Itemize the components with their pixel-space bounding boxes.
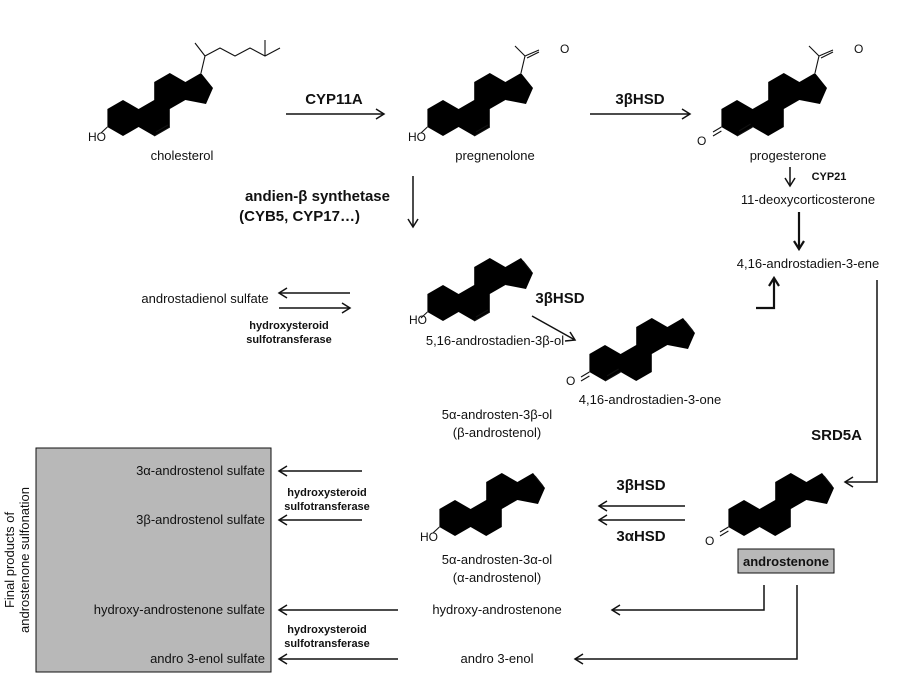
arrow-androstenone-to-hydroxy-androstenone [610, 585, 765, 616]
cholesterol-ho-label: HO [88, 130, 106, 144]
arrow-sulfate-to-androstadienol [279, 302, 352, 314]
enzyme-sulfotransferase-1a: hydroxysteroid [249, 320, 328, 332]
arrow-progesterone-to-deoxycorticosterone [784, 167, 796, 188]
pregnenolone-structure [420, 45, 540, 137]
enzyme-sulfotransferase-3a: hydroxysteroid [287, 624, 366, 636]
final-product-4: andro 3-enol sulfate [150, 651, 265, 666]
label-beta-androstenol-2: (β-androstenol) [453, 425, 541, 440]
label-androstadienol: 5,16-androstadien-3β-ol [426, 333, 564, 348]
androstadienone-structure [580, 307, 695, 382]
enzyme-srd5a: SRD5A [811, 427, 862, 444]
final-product-3: hydroxy-androstenone sulfate [94, 602, 265, 617]
arrow-androstadienol-to-sulfate [277, 287, 350, 299]
enzyme-3bhsd-1: 3βHSD [615, 91, 664, 108]
androstenone-structure [719, 462, 834, 537]
enzyme-3bhsd-2: 3βHSD [535, 290, 584, 307]
cholesterol-structure [100, 40, 281, 137]
final-products-box [35, 447, 272, 673]
enzyme-andien-1: andien-β synthetase [245, 188, 390, 205]
label-androstadienone: 4,16-androstadien-3-one [579, 392, 721, 407]
progesterone-o-label-2: O [854, 42, 863, 56]
label-androstadienol-sulfate: androstadienol sulfate [141, 291, 268, 306]
enzyme-3ahsd: 3αHSD [616, 528, 665, 545]
arrow-androstadiene-to-androstenone [843, 280, 878, 488]
arrow-androstenone-to-andro-3-enol [573, 585, 798, 665]
progesterone-o-label: O [697, 134, 706, 148]
label-progesterone: progesterone [750, 148, 827, 163]
label-andro-3-enol: andro 3-enol [461, 651, 534, 666]
arrow-cholesterol-to-pregnenolone [286, 108, 386, 120]
final-product-2: 3β-androstenol sulfate [136, 512, 265, 527]
pregnenolone-ho-label: HO [408, 130, 426, 144]
enzyme-sulfotransferase-2b: sulfotransferase [284, 501, 370, 513]
arrow-pregnenolone-to-androstadienol [407, 176, 419, 229]
androstenone-label-box [737, 548, 835, 574]
arrow-hydroxy-androstenone-to-sulfate [277, 604, 398, 616]
final-products-side-label-2: androstenone sulfonation [17, 487, 32, 633]
arrow-androstenol-to-3b-sulfate [277, 514, 362, 526]
enzyme-sulfotransferase-2a: hydroxysteroid [287, 487, 366, 499]
arrow-deoxycorticosterone-to-androstadiene [793, 212, 805, 252]
progesterone-structure [712, 45, 834, 137]
enzyme-sulfotransferase-1b: sulfotransferase [246, 334, 332, 346]
label-beta-androstenol-1: 5α-androsten-3β-ol [442, 407, 552, 422]
label-deoxycorticosterone: 11-deoxycorticosterone [741, 192, 875, 207]
arrow-andro-3-enol-to-sulfate [277, 653, 398, 665]
androstenone-o-label: O [705, 534, 714, 548]
androstadienol-ho-label: HO [409, 313, 427, 327]
arrow-pregnenolone-to-progesterone [590, 108, 692, 120]
arrow-androstadienone-to-androstadiene [756, 275, 780, 310]
label-hydroxy-androstenone: hydroxy-androstenone [432, 602, 561, 617]
enzyme-andien-2: (CYB5, CYP17…) [239, 208, 360, 225]
androstenol-structure [432, 462, 545, 536]
label-cholesterol: cholesterol [151, 148, 214, 163]
enzyme-sulfotransferase-3b: sulfotransferase [284, 638, 370, 650]
label-androstadiene: 4,16-androstadien-3-ene [737, 256, 879, 271]
pregnenolone-o-label: O [560, 42, 569, 56]
enzyme-cyp11a: CYP11A [305, 91, 363, 108]
arrow-androstenol-to-3a-sulfate [277, 465, 362, 477]
androstadienol-structure [420, 247, 533, 322]
arrow-androstadienol-to-androstadienone [531, 315, 577, 342]
label-androstenone: androstenone [743, 554, 829, 569]
arrow-androstenone-to-alpha-androstenol [597, 514, 685, 526]
androstadienone-o-label: O [566, 374, 575, 388]
enzyme-cyp21: CYP21 [812, 171, 847, 183]
androstenol-ho-label: HO [420, 530, 438, 544]
label-alpha-androstenol-1: 5α-androsten-3α-ol [442, 552, 553, 567]
enzyme-3bhsd-3: 3βHSD [616, 477, 665, 494]
final-products-side-label-1: Final products of [2, 512, 17, 608]
label-pregnenolone: pregnenolone [455, 148, 535, 163]
final-product-1: 3α-androstenol sulfate [136, 463, 265, 478]
label-alpha-androstenol-2: (α-androstenol) [453, 570, 541, 585]
arrow-androstenone-to-beta-androstenol [597, 500, 685, 512]
